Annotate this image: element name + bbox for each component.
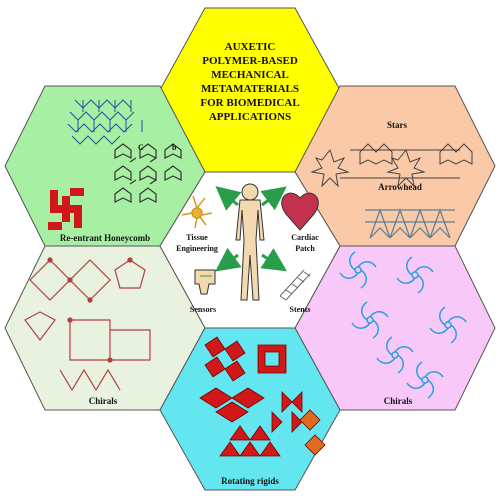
title-line-5: FOR BIOMEDICAL — [200, 97, 299, 109]
title-line-2: POLYMER-BASED — [202, 55, 298, 67]
panel-title: AUXETIC POLYMER-BASED MECHANICAL METAMAT… — [200, 41, 299, 123]
reentrant-cells — [114, 143, 182, 203]
neuron-icon — [181, 195, 213, 229]
stent-icon — [279, 269, 311, 301]
heart-icon — [281, 192, 319, 231]
reentrant-lattice — [67, 99, 143, 145]
label-arrowhead: Arrowhead — [378, 182, 422, 192]
chirals-left-lattice — [24, 257, 151, 392]
label-cardiac: Cardiac — [291, 233, 319, 242]
title-line-6: APPLICATIONS — [209, 111, 291, 123]
label-chirals-left: Chirals — [89, 396, 118, 406]
hand-sensor-icon — [194, 269, 216, 295]
label-c: C — [138, 143, 144, 152]
title-line-4: METAMATERIALS — [201, 83, 299, 95]
human-figure — [235, 183, 265, 301]
label-reentrant: Re-entrant Honeycomb — [60, 233, 150, 243]
label-engineering: Engineering — [176, 244, 218, 253]
application-arrows — [215, 186, 288, 272]
rotating-rigids-shapes — [199, 336, 326, 457]
label-b: b — [172, 143, 177, 152]
label-sensors: Sensors — [190, 305, 216, 314]
label-stars: Stars — [387, 120, 407, 130]
label-rotating: Rotating rigids — [221, 476, 279, 486]
label-tissue: Tissue — [186, 233, 208, 242]
label-chirals-right: Chirals — [384, 396, 413, 406]
title-line-3: MECHANICAL — [211, 69, 289, 81]
label-stents: Stents — [290, 305, 311, 314]
chirals-right-lattice — [339, 251, 467, 399]
stars-lattice — [310, 143, 473, 188]
arrowhead-lattice — [365, 208, 455, 239]
label-patch: Patch — [295, 244, 315, 253]
red-swastika-shape — [48, 188, 84, 230]
title-line-1: AUXETIC — [225, 41, 276, 53]
